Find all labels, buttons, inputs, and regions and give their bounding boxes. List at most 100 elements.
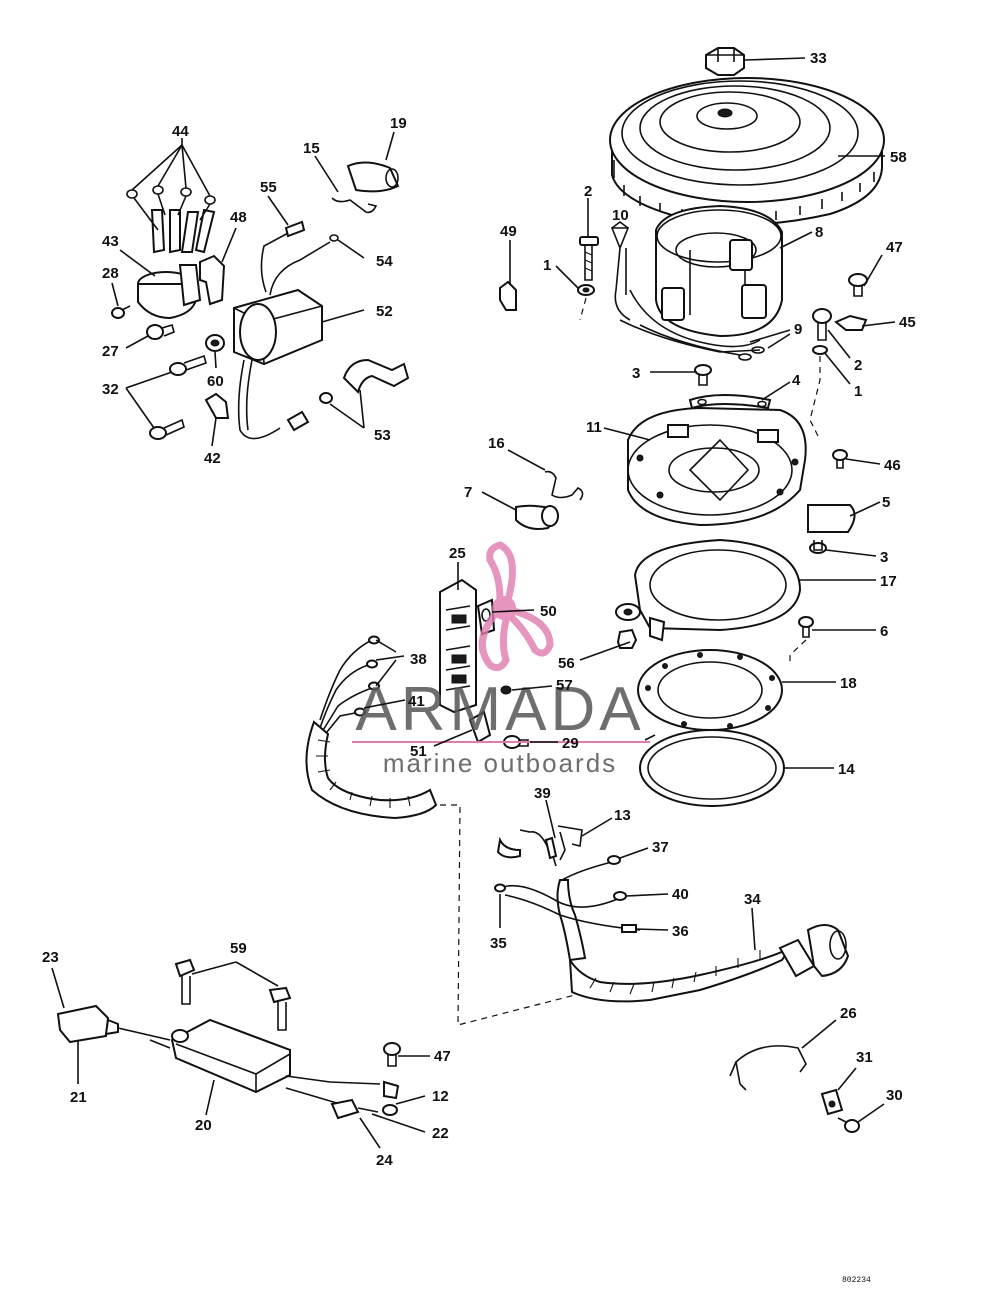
callout-41: 41 <box>408 693 425 710</box>
callout-30: 30 <box>886 1087 903 1104</box>
boot-19 <box>346 161 400 193</box>
callout-42: 42 <box>204 450 221 467</box>
watermark-logo: ARMADA marine outboards <box>352 541 650 778</box>
propeller-logo-icon <box>478 541 554 672</box>
callout-12: 12 <box>432 1088 449 1105</box>
callout-47-lower: 47 <box>434 1048 451 1065</box>
callout-labels: 33 58 2 10 8 49 1 47 45 9 2 1 3 4 11 46 … <box>42 50 916 1169</box>
clip-45 <box>834 314 868 331</box>
clamp-31 <box>820 1088 844 1116</box>
washer-1-right <box>812 345 828 355</box>
spring-clip-15 <box>331 197 378 214</box>
flywheel-58 <box>609 77 885 226</box>
bracket-5 <box>807 504 856 533</box>
callout-1: 1 <box>543 257 551 274</box>
callout-32: 32 <box>102 381 119 398</box>
callout-37: 37 <box>652 839 669 856</box>
callout-24: 24 <box>376 1152 393 1169</box>
callout-46: 46 <box>884 457 901 474</box>
coil-43-pack-44 <box>126 144 216 320</box>
callout-10: 10 <box>612 207 629 224</box>
screw-27 <box>146 324 175 340</box>
callout-26: 26 <box>840 1005 857 1022</box>
stator-8 <box>629 204 783 348</box>
callout-36: 36 <box>672 923 689 940</box>
callout-9: 9 <box>794 321 802 338</box>
bolt-32-upper <box>169 354 207 376</box>
stator-wires-9 <box>619 319 765 361</box>
callout-55: 55 <box>260 179 277 196</box>
callout-31: 31 <box>856 1049 873 1066</box>
retaining-ring-14 <box>639 729 785 807</box>
callout-1-right: 1 <box>854 383 862 400</box>
callout-27: 27 <box>102 343 119 360</box>
screw-2-left <box>579 236 599 281</box>
callout-5: 5 <box>882 494 890 511</box>
flywheel-nut-33 <box>705 47 745 76</box>
callout-25: 25 <box>449 545 466 562</box>
callout-4: 4 <box>792 372 801 389</box>
callout-51: 51 <box>410 743 427 760</box>
callout-18: 18 <box>840 675 857 692</box>
callout-56: 56 <box>558 655 575 672</box>
lead-wires-38-41 <box>305 635 438 820</box>
bolt-32-lower <box>149 418 185 440</box>
ignition-coil-52 <box>233 220 339 440</box>
spring-39 <box>559 831 566 861</box>
screw-3-lower <box>809 540 827 554</box>
screw-30 <box>837 1117 860 1133</box>
callout-52: 52 <box>376 303 393 320</box>
timer-base-11 <box>627 406 807 527</box>
spring-16 <box>544 470 584 501</box>
watermark-tagline: marine outboards <box>383 748 617 778</box>
clip-13 <box>557 825 583 847</box>
clip-42 <box>204 392 230 419</box>
callout-17: 17 <box>880 573 897 590</box>
callout-40: 40 <box>672 886 689 903</box>
screw-2-right <box>812 308 832 341</box>
callout-49: 49 <box>500 223 517 240</box>
grommet-56 <box>616 628 638 649</box>
clamp-51 <box>468 710 492 744</box>
wires-pack-right <box>285 1075 400 1105</box>
terminal-block-25 <box>439 578 477 714</box>
callout-28: 28 <box>102 265 119 282</box>
retainer-plate-17 <box>615 538 802 642</box>
callout-34: 34 <box>744 891 761 908</box>
callout-43: 43 <box>102 233 119 250</box>
retainer-ring-18 <box>637 649 783 731</box>
callout-2: 2 <box>584 183 592 200</box>
coil-leads-10 <box>610 227 631 321</box>
callout-57: 57 <box>556 677 573 694</box>
callout-15: 15 <box>303 140 320 157</box>
callout-8: 8 <box>815 224 823 241</box>
callout-59: 59 <box>230 940 247 957</box>
clip-26 <box>729 1045 807 1091</box>
power-pack-20 <box>170 1018 291 1094</box>
harness-34 <box>556 879 850 1003</box>
callout-2-right: 2 <box>854 357 862 374</box>
callout-48: 48 <box>230 209 247 226</box>
callout-38: 38 <box>410 651 427 668</box>
callout-6: 6 <box>880 623 888 640</box>
retainer-4 <box>688 394 772 410</box>
washer-60 <box>205 334 225 352</box>
callout-50: 50 <box>540 603 557 620</box>
callout-54: 54 <box>376 253 393 270</box>
screw-46 <box>832 449 848 469</box>
callout-23: 23 <box>42 949 59 966</box>
callout-13: 13 <box>614 807 631 824</box>
clip-49 <box>499 280 517 311</box>
screw-3-top <box>694 364 712 386</box>
callout-58: 58 <box>890 149 907 166</box>
callout-45: 45 <box>899 314 916 331</box>
callout-47: 47 <box>886 239 903 256</box>
callout-44: 44 <box>172 123 189 140</box>
connector-23-21 <box>56 1004 171 1049</box>
callout-16: 16 <box>488 435 505 452</box>
callout-3-lower: 3 <box>880 549 888 566</box>
callout-29: 29 <box>562 735 579 752</box>
bracket-48 <box>199 254 226 306</box>
callout-19: 19 <box>390 115 407 132</box>
watermark-brand: ARMADA <box>355 675 644 744</box>
